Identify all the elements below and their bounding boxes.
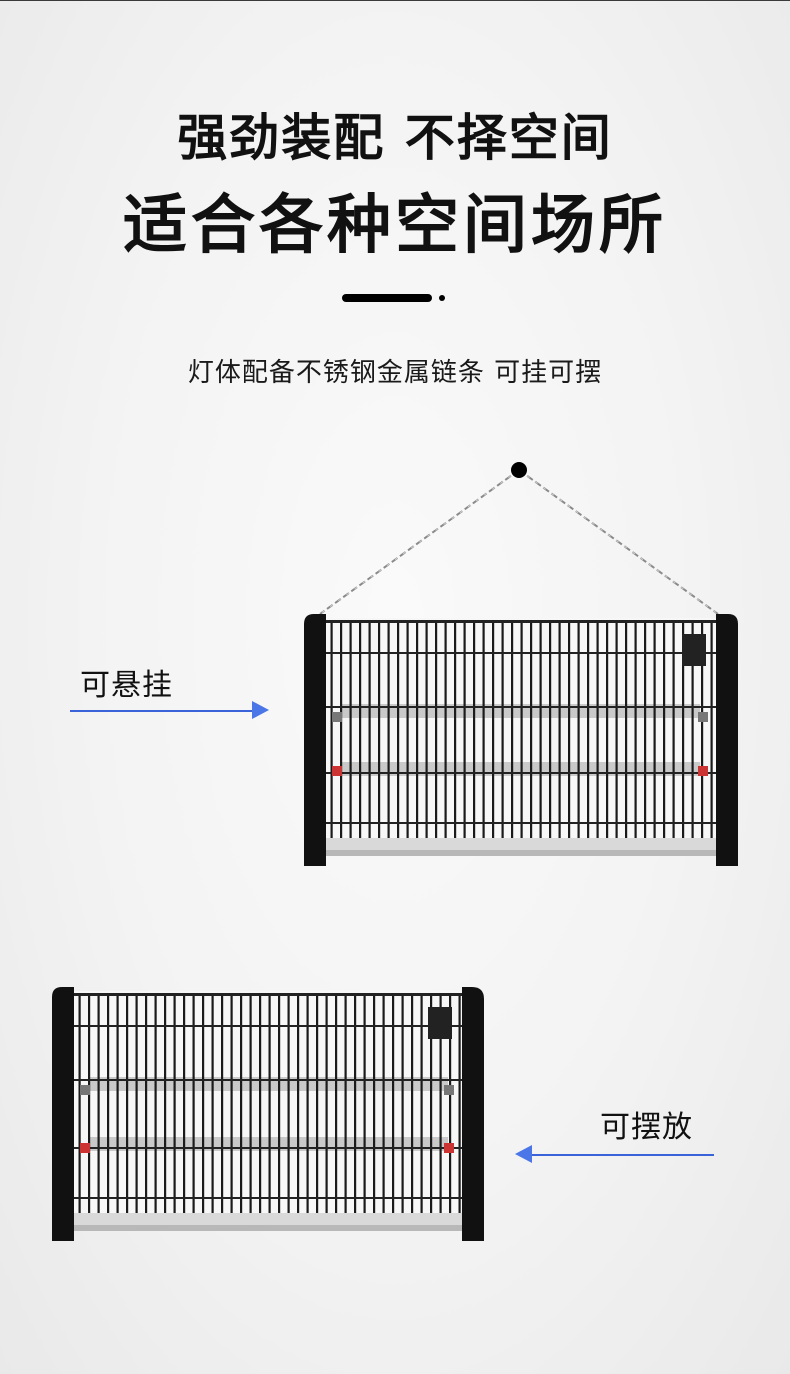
divider-dot bbox=[439, 295, 445, 301]
arrow-left-icon bbox=[515, 1145, 532, 1163]
subtitle: 灯体配备不锈钢金属链条 可挂可摆 bbox=[187, 358, 603, 388]
top-border-line bbox=[0, 0, 790, 1]
headline-secondary: 适合各种空间场所 bbox=[123, 189, 667, 263]
arrow-right-icon bbox=[252, 701, 269, 719]
headline-primary: 强劲装配 不择空间 bbox=[177, 109, 613, 167]
standing-label: 可摆放 bbox=[600, 1110, 693, 1145]
hanging-arrow-line bbox=[70, 710, 256, 712]
standing-arrow-line bbox=[530, 1154, 714, 1156]
hanging-label: 可悬挂 bbox=[80, 668, 173, 703]
hanging-hook-icon bbox=[511, 462, 527, 478]
bug-zapper-standing-image bbox=[52, 987, 484, 1241]
bug-zapper-hanging-image bbox=[304, 614, 738, 866]
divider-bar bbox=[342, 294, 432, 302]
